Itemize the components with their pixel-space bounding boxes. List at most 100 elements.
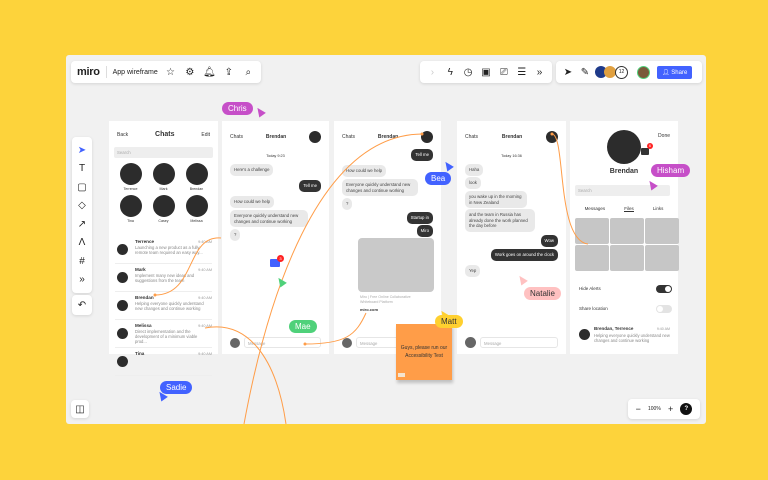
frames-panel-toggle[interactable]: ◫ — [71, 400, 89, 418]
connector — [204, 326, 287, 424]
miro-logo[interactable]: miro — [77, 66, 100, 78]
timer-icon[interactable]: ◷ — [463, 66, 473, 78]
contact-name: Terrence — [123, 187, 138, 191]
avatar — [119, 195, 142, 217]
back-link[interactable]: Back — [117, 131, 129, 138]
undo-icon[interactable]: ↶ — [77, 299, 87, 311]
chat-name[interactable]: Brendan, Terrence — [594, 326, 634, 331]
chat-time: 9:40 AM — [198, 324, 212, 328]
more-tools-icon[interactable]: » — [79, 274, 85, 286]
chevron-double-down-icon[interactable]: » — [536, 66, 543, 78]
star-icon[interactable]: ☆ — [165, 66, 175, 78]
avatar — [117, 328, 128, 339]
select-icon[interactable]: ➤ — [77, 144, 87, 156]
message: Work goes on around the clock — [490, 249, 558, 261]
chat-preview: Helping everyone quickly understand new … — [135, 301, 204, 311]
tab-messages[interactable]: Messages — [584, 206, 606, 211]
frame-title: Brendan — [501, 134, 523, 140]
arrow-icon[interactable]: ↗ — [77, 218, 87, 230]
help-button[interactable]: ? — [680, 403, 693, 415]
board-canvas[interactable]: miro App wireframe ☆ ⚙ 🔔︎ ⇪ ⌕ › ϟ ◷ ▣ ⎚ … — [66, 55, 706, 424]
cursor-icon[interactable]: ➤ — [563, 66, 573, 78]
collab-panel: ➤ ✎ 12 👤︎ Share — [556, 61, 702, 83]
done-link[interactable]: Done — [658, 133, 670, 139]
avatar[interactable] — [604, 66, 616, 78]
hide-alerts-toggle[interactable] — [656, 285, 672, 293]
lightning-icon[interactable]: ϟ — [447, 66, 453, 78]
message: you wake up in the morning in New Zealan… — [465, 191, 527, 208]
chat-name: Tina — [135, 351, 145, 356]
comment-icon[interactable] — [641, 148, 649, 155]
frame-title: Brendan — [265, 134, 287, 140]
presentation-icon[interactable]: ⎚ — [499, 66, 508, 78]
sticky-author-tag — [398, 373, 405, 377]
file-thumbnail[interactable] — [575, 218, 609, 244]
message-input[interactable]: Message — [244, 337, 321, 348]
share-location-label: Share location — [579, 306, 608, 311]
avatar[interactable] — [637, 65, 650, 79]
file-thumbnail[interactable] — [610, 218, 644, 244]
link-preview-image[interactable] — [358, 238, 434, 292]
zoom-in-button[interactable]: + — [667, 404, 674, 414]
notes-icon[interactable]: ☰ — [517, 66, 527, 78]
sticky-add-icon[interactable]: ▣ — [481, 66, 491, 78]
file-thumbnail[interactable] — [645, 245, 679, 271]
chat-preview: Helping everyone quickly understand new … — [594, 333, 670, 343]
back-link[interactable]: Chats — [465, 134, 479, 140]
chat-preview: Direct implementation and the developmen… — [135, 329, 198, 344]
link-url[interactable]: miro.com — [360, 307, 379, 312]
tab-files[interactable]: Files — [624, 206, 634, 212]
search-icon[interactable]: ⌕ — [245, 66, 252, 78]
file-thumbnail[interactable] — [610, 245, 644, 271]
search-input[interactable]: Search — [114, 147, 213, 158]
contact[interactable]: Brendan — [185, 163, 208, 192]
cursor-label: Chris — [222, 102, 253, 115]
avatar — [579, 329, 590, 340]
file-thumbnail[interactable] — [645, 218, 679, 244]
contact[interactable]: Tina — [119, 195, 142, 224]
reactions-icon[interactable]: ✎ — [580, 66, 590, 78]
contact-name: Brendan — [189, 187, 204, 191]
bell-icon[interactable]: 🔔︎ — [203, 66, 216, 78]
message-input[interactable]: Message — [480, 337, 558, 348]
sticky-note-icon[interactable]: ▢ — [77, 181, 87, 193]
contact[interactable]: Terrence — [119, 163, 142, 192]
frame-profile[interactable]: Done 6 Brendan Search Messages Files Lin… — [570, 121, 679, 354]
frame-icon[interactable]: # — [79, 255, 85, 267]
collaborator-count[interactable]: 12 — [615, 65, 628, 79]
chevron-right-icon[interactable]: › — [430, 66, 435, 78]
gear-icon[interactable]: ⚙ — [185, 66, 195, 78]
search-input[interactable]: Search — [575, 185, 670, 196]
contact[interactable]: Mark — [152, 163, 175, 192]
chat-time: 9:40 AM — [198, 296, 212, 300]
pen-icon[interactable]: Ʌ — [78, 237, 86, 249]
tab-links[interactable]: Links — [652, 206, 664, 211]
comment-icon[interactable] — [270, 259, 280, 267]
upload-icon[interactable]: ⇪ — [224, 66, 234, 78]
shapes-icon[interactable]: ◇ — [78, 200, 86, 212]
contact[interactable]: Melissa — [185, 195, 208, 224]
cursor-label: Mae — [289, 320, 317, 333]
zoom-level[interactable]: 100% — [648, 406, 661, 412]
back-link[interactable]: Chats — [342, 134, 356, 140]
edit-link[interactable]: Edit — [201, 131, 210, 138]
board-name[interactable]: App wireframe — [112, 68, 158, 76]
zoom-out-button[interactable]: − — [635, 404, 641, 414]
text-icon[interactable]: T — [78, 163, 86, 175]
contact[interactable]: Casey — [152, 195, 175, 224]
sticky-note[interactable]: Guys, please run our Accessibility Test — [396, 324, 452, 380]
back-link[interactable]: Chats — [230, 134, 244, 140]
message: Haha — [465, 164, 484, 176]
share-button[interactable]: 👤︎ Share — [657, 65, 693, 79]
avatar — [119, 163, 142, 185]
share-location-toggle[interactable] — [656, 305, 672, 313]
file-thumbnail[interactable] — [575, 245, 609, 271]
